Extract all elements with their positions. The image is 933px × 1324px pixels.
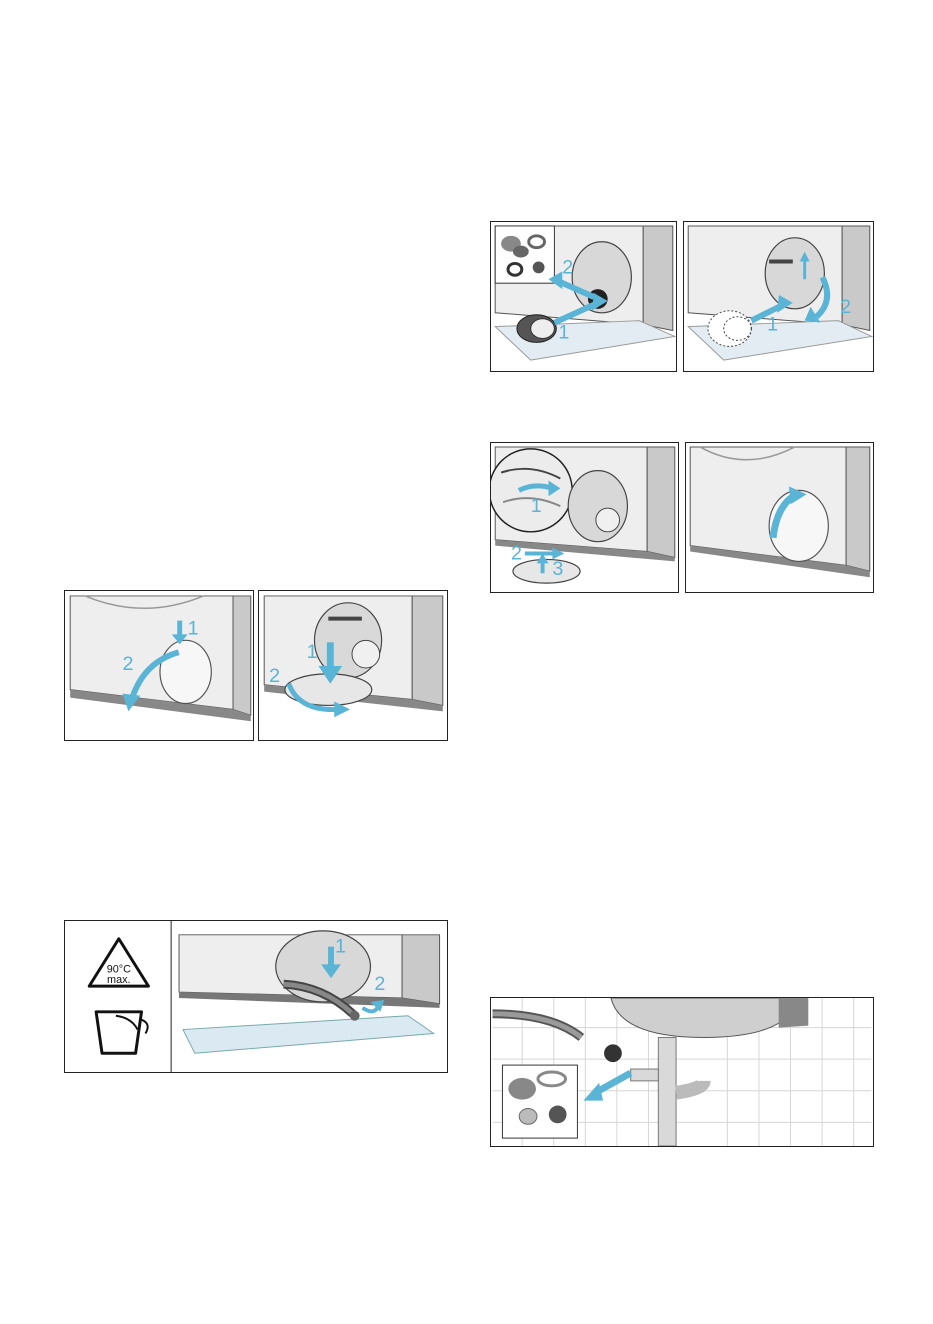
step-label: 2 — [562, 256, 573, 278]
step-label: 2 — [511, 542, 522, 564]
figure-close-service-cover — [685, 442, 874, 593]
step-label: 1 — [335, 936, 346, 958]
step-label: 1 — [767, 314, 778, 336]
figure-open-service-cover: 1 2 — [64, 590, 254, 741]
step-label: 2 — [374, 973, 385, 995]
step-label: 1 — [531, 495, 542, 517]
step-label: 2 — [840, 296, 851, 318]
step-label: 1 — [188, 617, 199, 639]
max-label: max. — [107, 974, 131, 986]
figure-insert-pump-filter: 1 2 — [683, 221, 874, 372]
figure-siphon-connection — [490, 997, 874, 1147]
figure-attach-flap: 1 2 3 — [490, 442, 679, 593]
step-label: 2 — [122, 653, 133, 675]
figure-remove-pump-filter: 2 1 — [490, 221, 677, 372]
step-label: 2 — [269, 665, 280, 687]
step-label: 3 — [552, 558, 563, 580]
figure-remove-flap: 1 2 — [258, 590, 448, 741]
step-label: 1 — [307, 641, 318, 663]
step-label: 1 — [558, 321, 569, 343]
figure-drain-hose: 90°C max. 1 2 — [64, 920, 448, 1073]
